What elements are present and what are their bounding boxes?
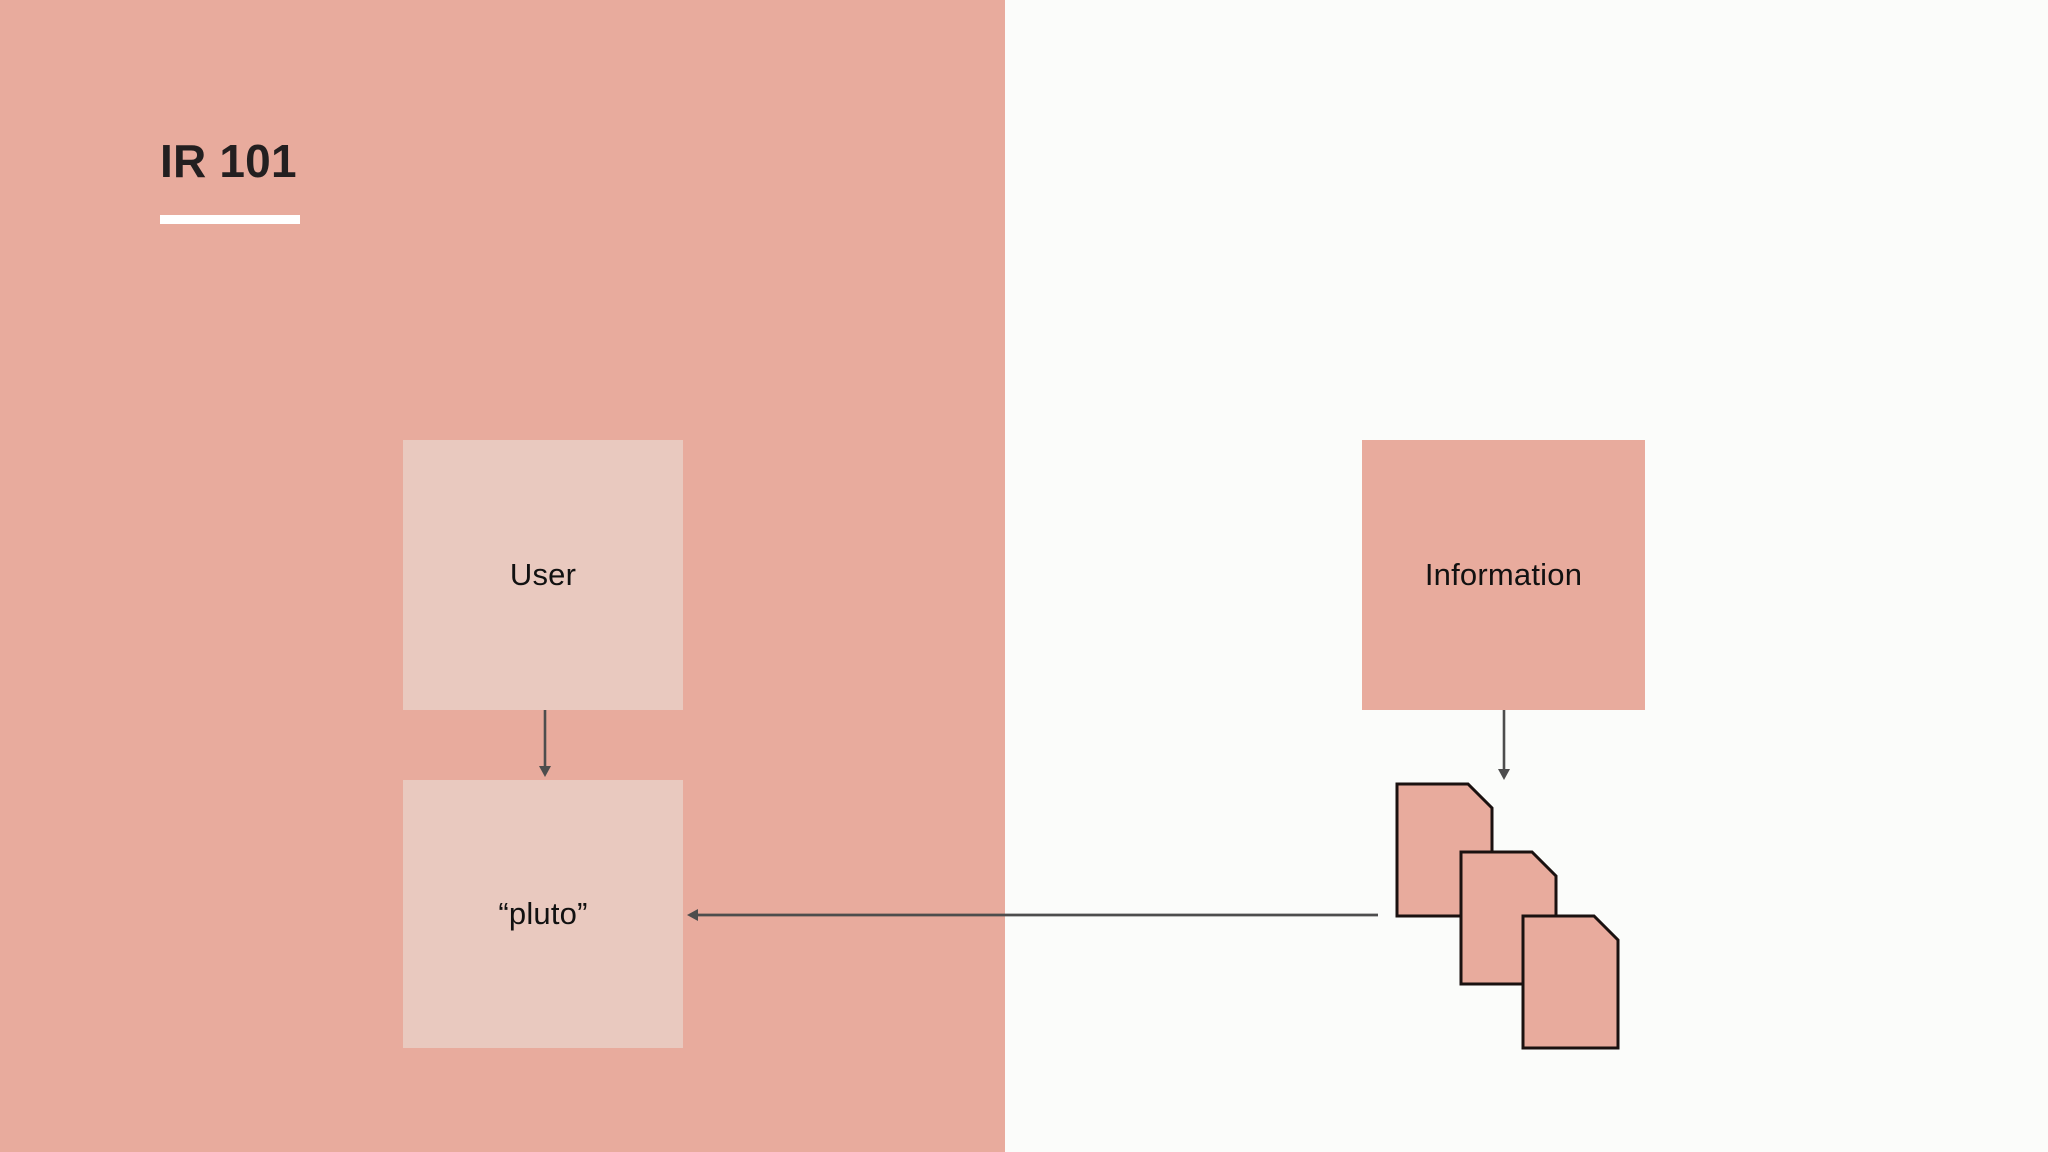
document-stack: [1395, 782, 1620, 1050]
page-title: IR 101: [160, 135, 297, 187]
title-underline-rule: [160, 215, 300, 224]
node-user-label: User: [509, 557, 577, 592]
node-user: User: [403, 440, 683, 710]
document-icon-3: [1521, 914, 1620, 1050]
node-query: “pluto”: [403, 780, 683, 1048]
node-information: Information: [1362, 440, 1645, 710]
node-query-label: “pluto”: [498, 896, 588, 931]
node-information-label: Information: [1424, 557, 1583, 592]
